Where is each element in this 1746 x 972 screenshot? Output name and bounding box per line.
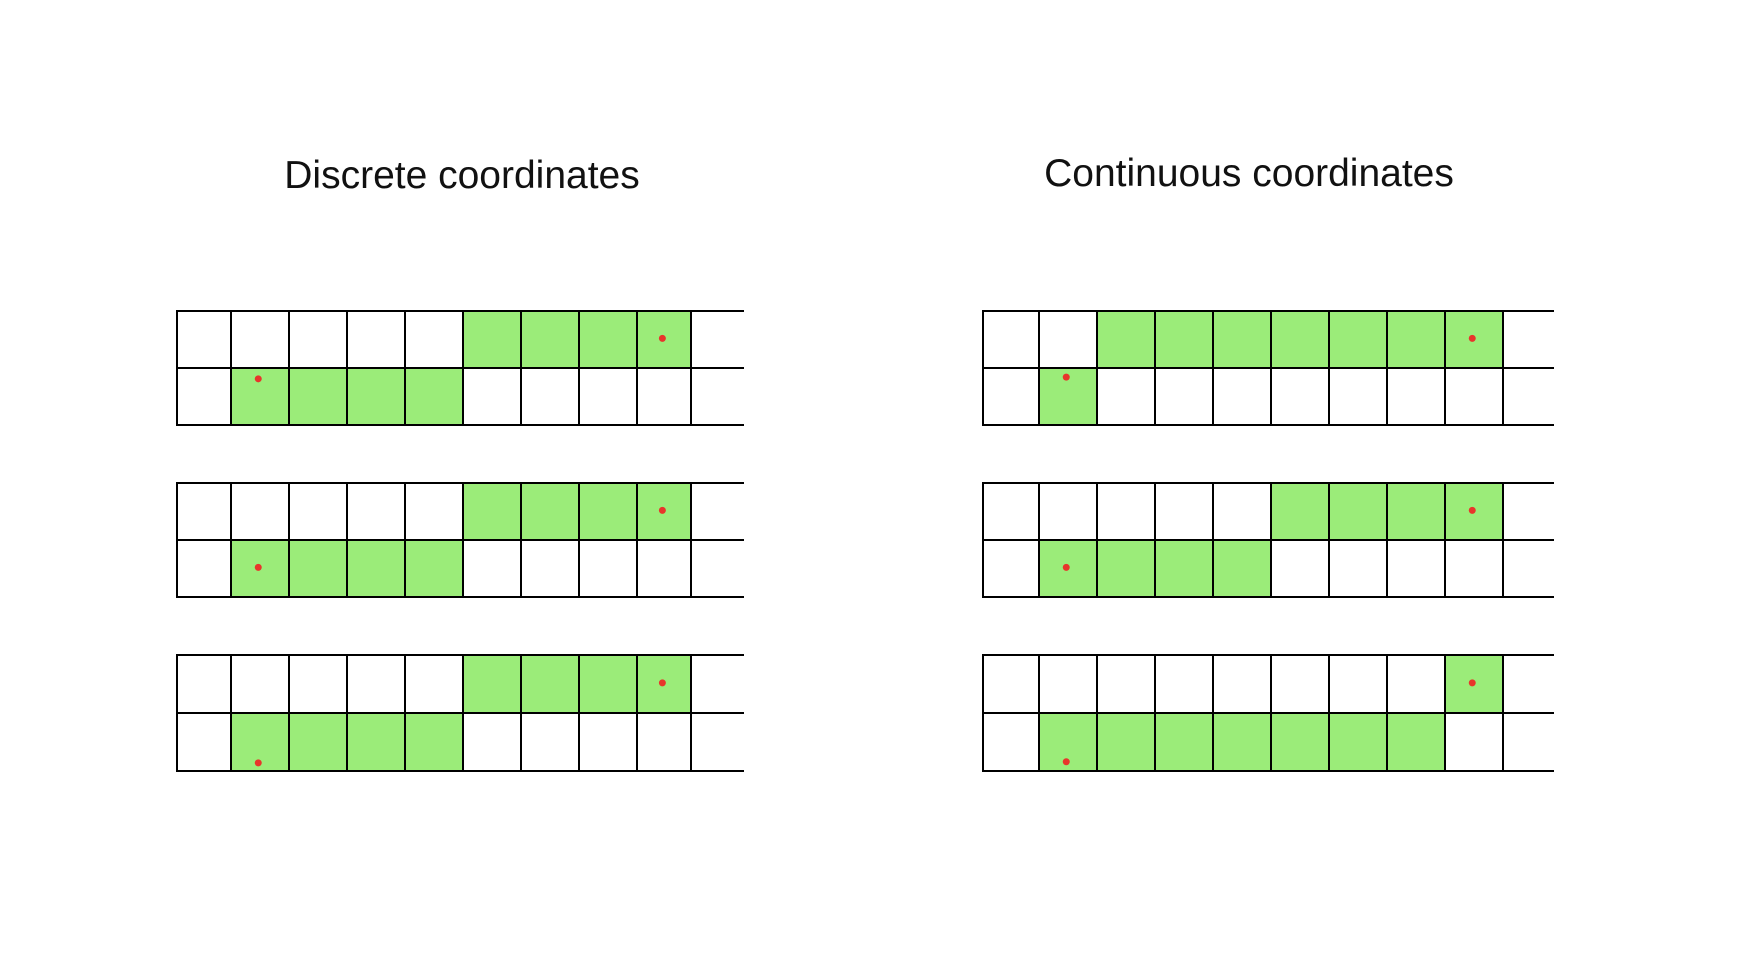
continuous-grid-2 bbox=[982, 482, 1554, 598]
filled-cell bbox=[579, 655, 637, 713]
filled-cell bbox=[1271, 483, 1329, 540]
filled-cell bbox=[463, 483, 521, 540]
filled-cell bbox=[1155, 311, 1213, 368]
filled-cell bbox=[1213, 540, 1271, 597]
filled-cell bbox=[1213, 311, 1271, 368]
filled-cell bbox=[1213, 713, 1271, 771]
discrete-coordinates-title: Discrete coordinates bbox=[284, 154, 640, 197]
filled-cell bbox=[1387, 311, 1445, 368]
filled-cell bbox=[1271, 713, 1329, 771]
filled-cell bbox=[463, 655, 521, 713]
discrete-grid-1 bbox=[176, 310, 744, 426]
sample-point bbox=[658, 334, 666, 342]
sample-point bbox=[1062, 373, 1070, 381]
filled-cell bbox=[1387, 483, 1445, 540]
filled-cell bbox=[405, 540, 463, 597]
sample-point bbox=[254, 563, 262, 571]
sample-point bbox=[658, 506, 666, 514]
continuous-panel bbox=[982, 310, 1554, 772]
filled-cell bbox=[289, 368, 347, 425]
filled-cell bbox=[579, 483, 637, 540]
discrete-grid-2 bbox=[176, 482, 744, 598]
sample-point bbox=[658, 679, 666, 687]
discrete-grid-3 bbox=[176, 654, 744, 772]
filled-cell bbox=[289, 540, 347, 597]
filled-cell bbox=[521, 311, 579, 368]
filled-cell bbox=[1155, 540, 1213, 597]
filled-cell bbox=[347, 368, 405, 425]
filled-cell bbox=[579, 311, 637, 368]
sample-point bbox=[254, 375, 262, 383]
filled-cell bbox=[521, 483, 579, 540]
continuous-coordinates-title: Continuous coordinates bbox=[1044, 152, 1454, 195]
filled-cell bbox=[1329, 483, 1387, 540]
continuous-grid-3 bbox=[982, 654, 1554, 772]
filled-cell bbox=[1329, 713, 1387, 771]
filled-cell bbox=[1329, 311, 1387, 368]
filled-cell bbox=[1097, 713, 1155, 771]
filled-cell bbox=[1387, 713, 1445, 771]
continuous-grid-1 bbox=[982, 310, 1554, 426]
filled-cell bbox=[1097, 311, 1155, 368]
sample-point bbox=[1468, 679, 1476, 687]
filled-cell bbox=[347, 540, 405, 597]
sample-point bbox=[1468, 506, 1476, 514]
sample-point bbox=[1062, 563, 1070, 571]
filled-cell bbox=[289, 713, 347, 771]
filled-cell bbox=[463, 311, 521, 368]
discrete-panel bbox=[176, 310, 744, 772]
filled-cell bbox=[1271, 311, 1329, 368]
filled-cell bbox=[405, 713, 463, 771]
sample-point bbox=[1468, 334, 1476, 342]
filled-cell bbox=[347, 713, 405, 771]
filled-cell bbox=[521, 655, 579, 713]
filled-cell bbox=[1097, 540, 1155, 597]
filled-cell bbox=[1155, 713, 1213, 771]
sample-point bbox=[1062, 758, 1070, 766]
filled-cell bbox=[405, 368, 463, 425]
sample-point bbox=[254, 759, 262, 767]
